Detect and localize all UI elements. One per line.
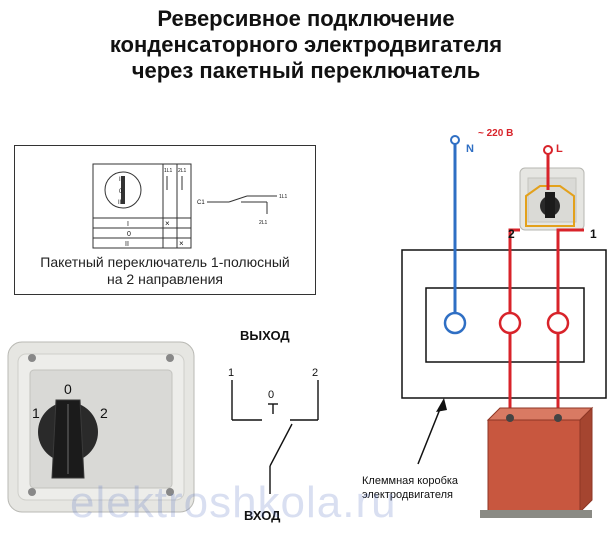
output-label: ВЫХОД xyxy=(240,328,290,343)
switch-small-photo xyxy=(519,167,585,231)
terminal-box xyxy=(401,249,607,399)
switch-terminal-2-label: 2 xyxy=(508,227,515,241)
neutral-terminal-icon xyxy=(450,135,460,145)
contact-diagram xyxy=(231,380,319,494)
scheme-caption: Пакетный переключатель 1-полюсный на 2 н… xyxy=(14,254,316,288)
contact-terminal-0: 0 xyxy=(268,389,274,401)
title-line-2: конденсаторного электродвигателя xyxy=(109,32,503,57)
photo-pos-1: 1 xyxy=(32,405,40,421)
terminal-box-arrow xyxy=(417,403,443,465)
knob-symbol-icon xyxy=(104,171,142,209)
scheme-pos-2: II xyxy=(118,200,122,206)
title-line-1: Реверсивное подключение xyxy=(157,6,455,31)
photo-pos-2: 2 xyxy=(100,405,108,421)
motor-terminal-2-icon xyxy=(498,311,522,335)
watermark: elektroshkola.ru xyxy=(70,478,397,527)
scheme-col-a: 1L1 xyxy=(164,168,173,174)
line-terminal-icon xyxy=(543,145,553,155)
scheme-caption-line-1: Пакетный переключатель 1-полюсный xyxy=(40,254,290,270)
svg-text:×: × xyxy=(165,219,170,228)
scheme-caption-line-2: на 2 направления xyxy=(107,271,223,287)
scheme-pos-1: I xyxy=(119,177,121,183)
motor-terminal-n-icon xyxy=(443,311,467,335)
line-label: L xyxy=(556,143,563,155)
switch-scheme-drawing: I 0 II 1L1 2L1 I 0 II × × C1 1L1 2L1 xyxy=(92,163,288,249)
rotary-knob-icon xyxy=(38,402,98,462)
scheme-contact-a: 1L1 xyxy=(279,194,288,200)
motor-terminal-1-icon xyxy=(546,311,570,335)
scheme-contact-b: 2L1 xyxy=(259,220,268,226)
contact-terminal-1: 1 xyxy=(228,367,234,379)
contact-terminal-2: 2 xyxy=(312,367,318,379)
scheme-pos-0: 0 xyxy=(119,189,123,195)
voltage-label: ~ 220 В xyxy=(478,128,513,139)
wire-direction-2 xyxy=(508,228,520,312)
neutral-label: N xyxy=(466,143,474,155)
switch-terminal-1-label: 1 xyxy=(590,227,597,241)
scheme-row-1: I xyxy=(127,221,129,228)
wire-direction-1 xyxy=(556,228,584,312)
title-line-3: через пакетный переключатель xyxy=(131,58,481,83)
switch-scheme-box: I 0 II 1L1 2L1 I 0 II × × C1 1L1 2L1 xyxy=(14,145,316,295)
scheme-row-0: 0 xyxy=(127,231,131,238)
scheme-c1-label: C1 xyxy=(197,200,205,206)
photo-pos-0: 0 xyxy=(64,381,72,397)
scheme-table xyxy=(92,163,192,249)
capacitor-photo xyxy=(480,406,594,518)
terminal-block xyxy=(425,287,585,363)
arrow-head-icon xyxy=(436,398,447,412)
scheme-row-2: II xyxy=(125,241,129,248)
scheme-col-b: 2L1 xyxy=(178,168,187,174)
svg-text:×: × xyxy=(179,239,184,248)
page-title: Реверсивное подключение конденсаторного … xyxy=(0,6,612,84)
